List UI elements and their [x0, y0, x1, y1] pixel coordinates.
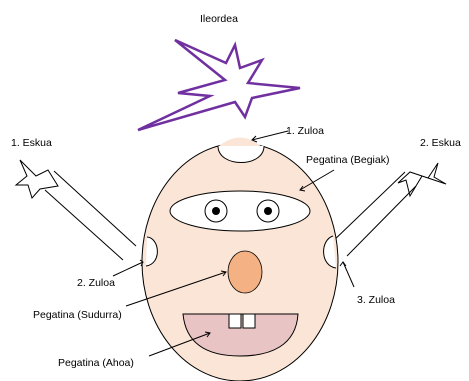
hole-2-pointer — [113, 262, 143, 276]
left-arm-line-lower — [45, 190, 123, 260]
label-hole-3: 3. Zuloa — [357, 294, 395, 306]
label-hand-1: 1. Eskua — [11, 137, 52, 149]
hole-3-pointer — [343, 262, 354, 287]
hole-1-pointer — [252, 131, 288, 140]
nose-sticker — [228, 251, 262, 293]
tooth-right — [243, 314, 255, 328]
right-hand-shape — [398, 163, 446, 196]
left-hand-shape — [16, 160, 58, 198]
label-sticker-eyes: Pegatina (Begiak) — [306, 154, 389, 166]
label-hole-2: 2. Zuloa — [77, 277, 115, 289]
label-hand-2: 2. Eskua — [420, 137, 461, 149]
right-pupil — [264, 207, 272, 215]
label-hole-1: 1. Zuloa — [286, 125, 324, 137]
left-pupil — [212, 207, 220, 215]
label-sticker-mouth: Pegatina (Ahoa) — [58, 357, 134, 369]
hair-shape — [138, 40, 300, 130]
label-hair: Ileordea — [200, 13, 238, 25]
right-arm-line-lower — [347, 186, 416, 256]
label-sticker-nose: Pegatina (Sudurra) — [33, 309, 122, 321]
tooth-left — [229, 314, 241, 328]
hole-3-arrowhead — [340, 262, 346, 266]
eyes-sticker — [170, 191, 310, 231]
